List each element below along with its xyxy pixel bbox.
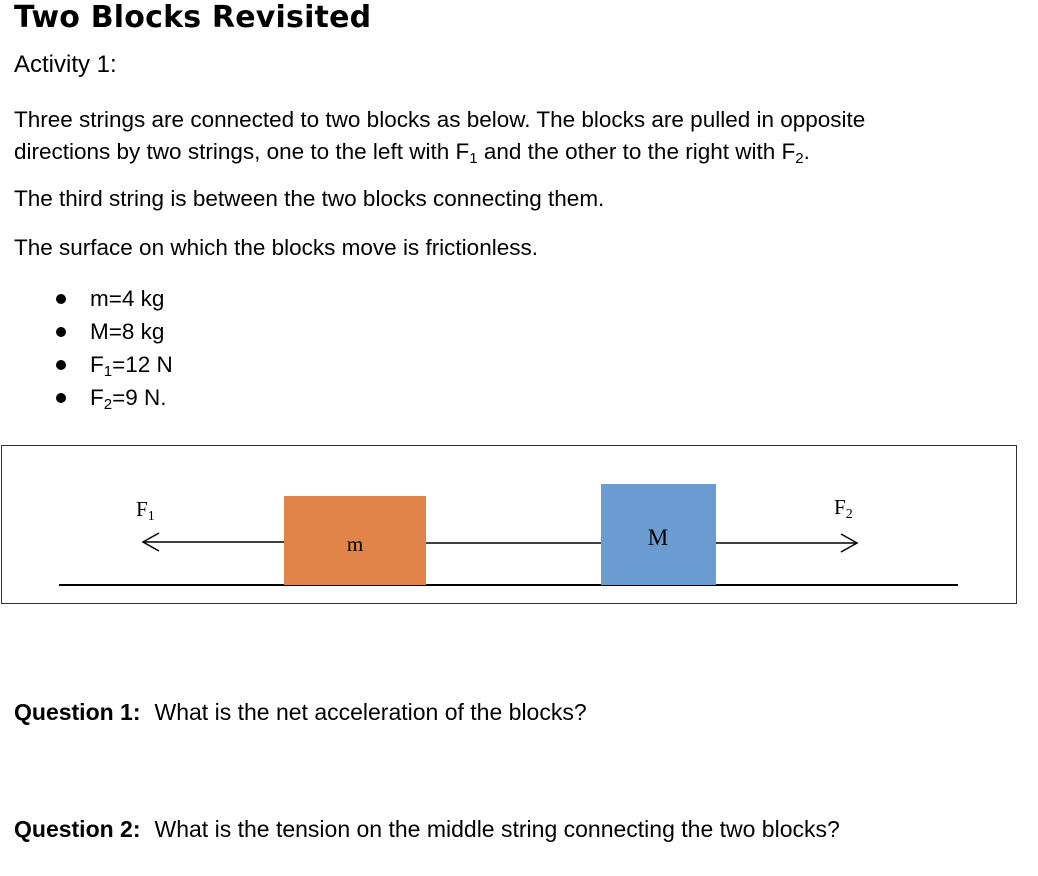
page-title: Two Blocks Revisited xyxy=(14,0,372,35)
list-item: F2=9 N. xyxy=(0,381,173,414)
bullet-icon xyxy=(56,360,66,370)
blocks-diagram-svg: F1 F2 m M xyxy=(59,484,958,586)
third-string-paragraph: The third string is between the two bloc… xyxy=(14,186,605,211)
question-2: Question 2: What is the tension on the mi… xyxy=(14,814,840,844)
question-1-label: Question 1: xyxy=(14,699,141,725)
block-large xyxy=(601,484,716,585)
intro-line-2-part-b: and the other to the right with F xyxy=(477,139,796,164)
block-small-label: m xyxy=(347,532,363,556)
intro-line-2-part-a: directions by two strings, one to the le… xyxy=(14,139,470,164)
question-1-text: What is the net acceleration of the bloc… xyxy=(154,699,587,725)
given-force-2: F2=9 N. xyxy=(90,385,167,413)
bullet-icon xyxy=(56,327,66,337)
question-2-text: What is the tension on the middle string… xyxy=(154,816,840,842)
f1-label: F1 xyxy=(136,497,155,524)
block-large-label: M xyxy=(648,525,668,550)
blocks-diagram: F1 F2 m M xyxy=(1,445,1017,604)
bullet-icon xyxy=(56,393,66,403)
bullet-icon xyxy=(56,294,66,304)
activity-heading: Activity 1: xyxy=(14,51,117,78)
givens-list: m=4 kg M=8 kg F1=12 N F2=9 N. xyxy=(0,282,173,414)
right-arrow-icon xyxy=(840,533,859,553)
given-mass-small: m=4 kg xyxy=(90,286,165,311)
list-item: M=8 kg xyxy=(0,315,173,348)
given-mass-large: M=8 kg xyxy=(90,319,165,344)
surface-paragraph: The surface on which the blocks move is … xyxy=(14,235,538,260)
intro-paragraph: Three strings are connected to two block… xyxy=(14,104,1024,168)
block-small xyxy=(284,496,426,585)
list-item: F1=12 N xyxy=(0,348,173,381)
question-2-label: Question 2: xyxy=(14,816,141,842)
subscript: 1 xyxy=(469,150,478,167)
intro-line-2-part-c: . xyxy=(803,139,810,164)
left-arrow-icon xyxy=(141,532,160,552)
subscript: 2 xyxy=(795,150,804,167)
intro-line-1: Three strings are connected to two block… xyxy=(14,107,866,132)
given-force-1: F1=12 N xyxy=(90,352,173,380)
f2-label: F2 xyxy=(834,495,853,522)
list-item: m=4 kg xyxy=(0,282,173,315)
question-1: Question 1: What is the net acceleration … xyxy=(14,697,587,727)
